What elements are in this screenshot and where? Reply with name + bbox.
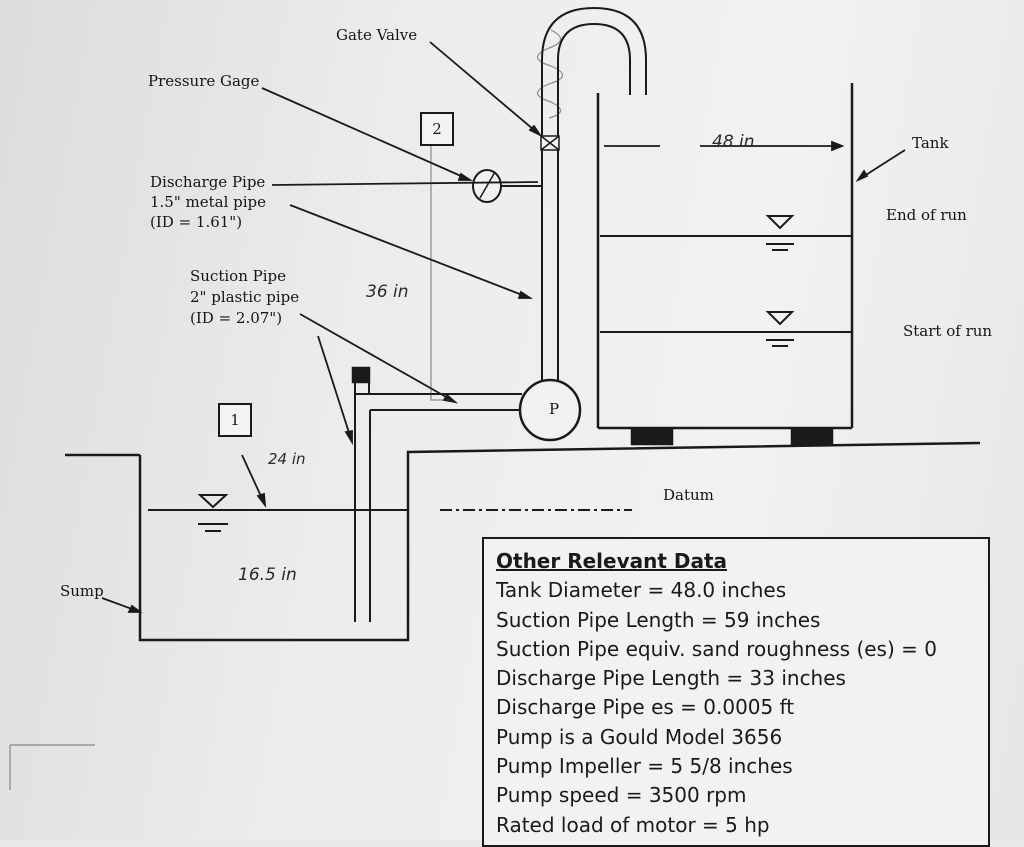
- data-box-title: Other Relevant Data: [496, 549, 728, 573]
- station-2-box: 2: [420, 112, 454, 146]
- tank-label: Tank: [912, 134, 949, 152]
- tank-outline: [596, 83, 854, 428]
- data-line-tank-diameter: Tank Diameter = 48.0 inches: [496, 578, 787, 603]
- discharge-pipe-bend: [541, 6, 647, 95]
- pump-label: P: [548, 400, 560, 418]
- pump-casing: [518, 378, 582, 442]
- tank-support-right: [790, 428, 834, 446]
- discharge-pipe-label-1: Discharge Pipe: [150, 173, 266, 191]
- sump-label: Sump: [60, 582, 104, 600]
- sump-outline: [138, 441, 981, 642]
- data-line-motor-load: Rated load of motor = 5 hp: [496, 812, 770, 837]
- suction-pipe-label-1: Suction Pipe: [190, 267, 286, 285]
- datum-label: Datum: [663, 486, 714, 504]
- data-line-discharge-roughness: Discharge Pipe es = 0.0005 ft: [496, 695, 795, 720]
- suction-pipe-horizontal: [370, 393, 522, 411]
- suction-pipe-vertical: [354, 380, 371, 622]
- suction-pipe-label-3: (ID = 2.07"): [190, 309, 283, 327]
- station-1-box: 1: [218, 403, 252, 437]
- suction-pipe-label-2: 2" plastic pipe: [190, 288, 300, 306]
- end-run-level-symbol: [765, 215, 795, 251]
- riser-height-note: 36 in: [366, 282, 409, 302]
- start-run-level-symbol: [765, 311, 795, 347]
- data-line-suction-roughness: Suction Pipe equiv. sand roughness (es) …: [496, 636, 937, 661]
- suction-height-note: 24 in: [268, 450, 306, 468]
- end-of-run-label: End of run: [886, 206, 967, 224]
- gate-valve-label: Gate Valve: [336, 26, 418, 44]
- data-line-impeller: Pump Impeller = 5 5/8 inches: [496, 754, 793, 779]
- suction-pipe-top: [354, 380, 370, 395]
- discharge-pipe-label-2: 1.5" metal pipe: [150, 193, 267, 211]
- discharge-pipe-label-3: (ID = 1.61"): [150, 213, 243, 231]
- start-of-run-label: Start of run: [903, 322, 993, 340]
- data-line-pump-model: Pump is a Gould Model 3656: [496, 724, 783, 749]
- data-line-suction-length: Suction Pipe Length = 59 inches: [496, 607, 821, 632]
- discharge-pipe-riser: [541, 60, 559, 380]
- suction-pipe-cap: [351, 366, 371, 384]
- sump-depth-note: 16.5 in: [238, 565, 297, 585]
- pressure-gage-label: Pressure Gage: [148, 72, 260, 90]
- tank-support-left: [630, 428, 674, 446]
- sump-level-symbol: [197, 494, 229, 532]
- other-relevant-data-box: Other Relevant Data Tank Diameter = 48.0…: [482, 537, 990, 847]
- data-line-discharge-length: Discharge Pipe Length = 33 inches: [496, 666, 846, 691]
- data-line-pump-speed: Pump speed = 3500 rpm: [496, 783, 747, 808]
- tank-width-note: 48 in: [712, 132, 755, 152]
